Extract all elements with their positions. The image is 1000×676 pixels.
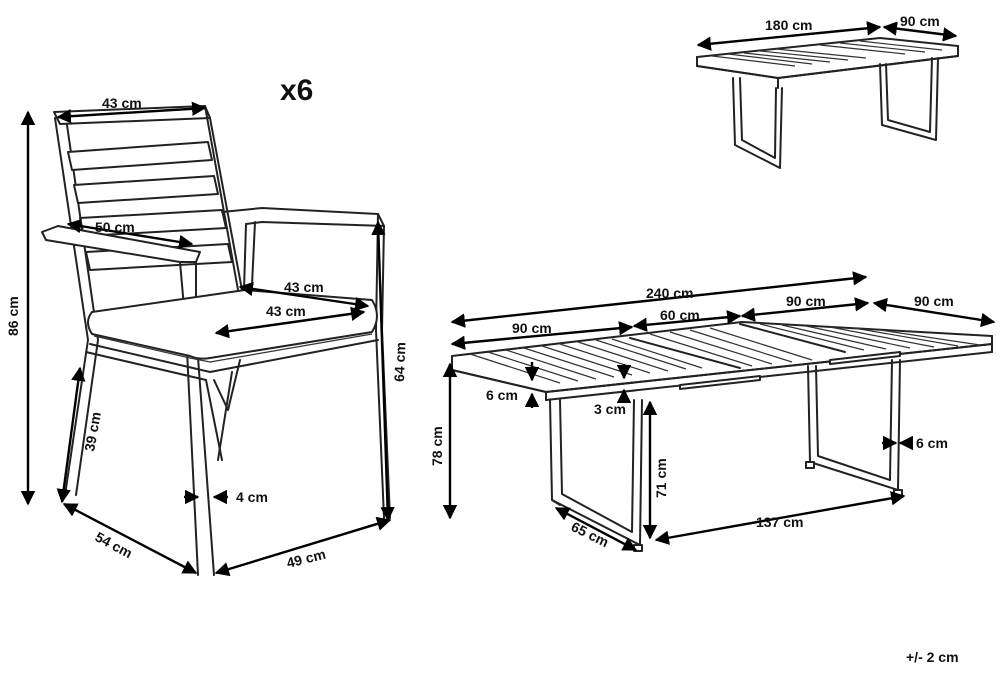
extended-table-leg-span-label: 137 cm <box>756 514 803 530</box>
chair-depth-label: 54 cm <box>93 529 136 562</box>
chair-leg-thickness-label: 4 cm <box>236 489 268 505</box>
extended-table-leg-thickness-label: 6 cm <box>916 435 948 451</box>
tolerance-note: +/- 2 cm <box>906 649 959 665</box>
chair-seat-depth-label: 43 cm <box>284 279 324 295</box>
extended-table-height-label: 78 cm <box>429 426 445 466</box>
closed-table-dimension-lines <box>696 21 958 51</box>
chair-dimension-labels: x6 43 cm 50 cm 43 cm 43 cm 86 cm 39 cm 6… <box>5 74 408 571</box>
chair-quantity: x6 <box>280 74 313 107</box>
closed-table-length-label: 180 cm <box>765 17 812 33</box>
chair-total-height-label: 86 cm <box>5 296 21 336</box>
extended-table-width-label: 90 cm <box>914 293 954 309</box>
chair-drawing <box>41 105 391 576</box>
closed-table-dimension-labels: 180 cm 90 cm <box>765 13 940 33</box>
extended-table-dimension-lines <box>442 271 996 552</box>
extended-table-base-depth-label: 65 cm <box>569 518 612 550</box>
extended-table-leg-height-label: 71 cm <box>653 458 669 498</box>
extended-table-top-thickness-label: 6 cm <box>486 387 518 403</box>
closed-table-width-label: 90 cm <box>900 13 940 29</box>
chair-arm-height-label: 64 cm <box>391 342 408 382</box>
closed-table-drawing <box>696 37 959 169</box>
extended-table-right-section-label: 90 cm <box>786 293 826 309</box>
chair-dimension-lines <box>20 101 395 577</box>
extended-table-frame-gap-label: 3 cm <box>594 401 626 417</box>
chair-backrest-width-label: 43 cm <box>102 95 142 111</box>
chair-armrest-width-label: 50 cm <box>95 219 135 235</box>
extended-table-dimension-labels: 240 cm 90 cm 60 cm 90 cm 90 cm 6 cm 3 cm… <box>429 285 954 550</box>
chair-seat-height-label: 39 cm <box>81 411 104 453</box>
extended-table-total-length-label: 240 cm <box>646 285 693 301</box>
extended-table-drawing <box>451 321 993 552</box>
extended-table-middle-section-label: 60 cm <box>660 307 700 323</box>
chair-seat-width-label: 43 cm <box>266 303 306 319</box>
extended-table-left-section-label: 90 cm <box>512 320 552 336</box>
